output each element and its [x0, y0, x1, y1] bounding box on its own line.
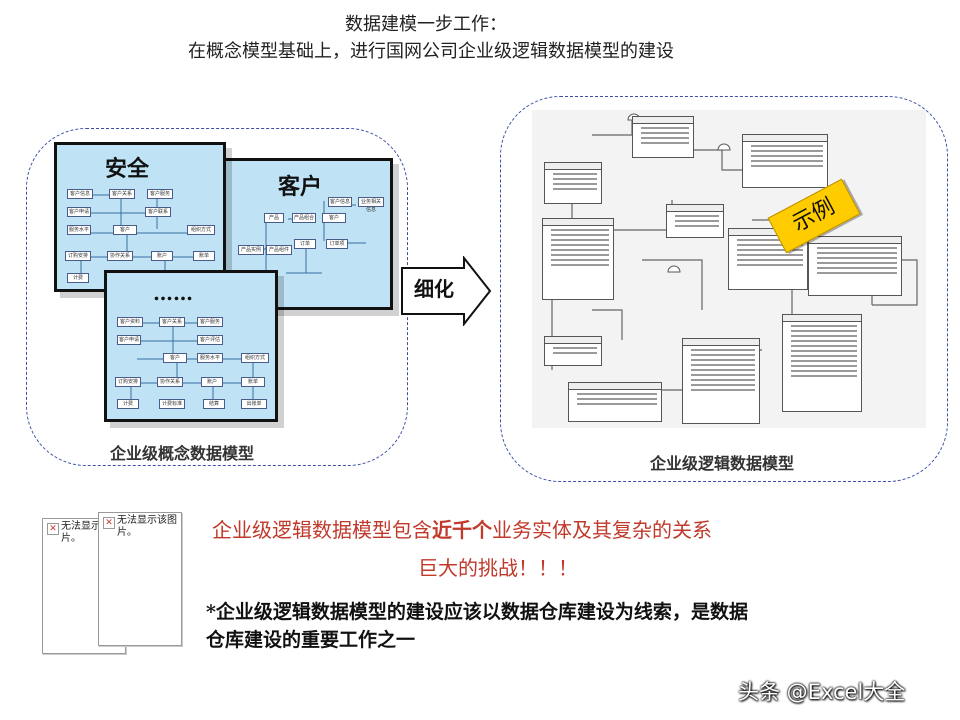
panel-more-links	[130, 322, 257, 405]
node-sec-customer-info: 客户信息	[67, 189, 93, 199]
er-entity	[666, 204, 724, 238]
node-more-account: 账户	[201, 377, 223, 387]
node-more-org-mode: 组织方式	[241, 353, 269, 363]
node-sec-customer-contact: 客户联系	[145, 207, 171, 217]
node-order-item: 订单项	[326, 239, 348, 249]
node-more-bill: 账单	[241, 377, 265, 387]
node-more-customer-apply: 客户申请	[117, 335, 141, 345]
node-product: 产品	[264, 213, 284, 223]
node-sec-customer: 客户	[113, 225, 137, 235]
note-line-2: 仓库建设的重要工作之一	[206, 629, 416, 651]
node-more-customer-service: 客户服务	[197, 317, 223, 327]
statement-part-1: 企业级逻辑数据模型包含	[212, 518, 432, 542]
er-entity	[742, 134, 828, 188]
panel-customer-title: 客户	[278, 174, 323, 200]
er-diagram-image	[532, 110, 926, 428]
node-sec-charging: 计费	[67, 273, 89, 283]
node-sec-customer-apply: 客户申请	[67, 207, 91, 217]
node-more-customer-profile: 客户资料	[117, 317, 143, 327]
er-entity	[544, 336, 602, 366]
er-entity	[544, 162, 602, 204]
node-more-customer-relation: 客户关系	[159, 317, 185, 327]
broken-image-icon: ✕	[103, 517, 115, 529]
node-sec-collaboration: 协作关系	[107, 251, 133, 261]
node-sec-service-level: 服务水平	[67, 225, 91, 235]
node-product-instance: 产品实例	[238, 245, 264, 255]
node-sec-org-mode: 组织方式	[187, 225, 215, 235]
conceptual-model-caption: 企业级概念数据模型	[110, 444, 255, 463]
er-entity	[568, 382, 662, 422]
broken-image-placeholder: ✕ 无法显示该图片。	[98, 512, 182, 646]
logical-model-group	[500, 96, 948, 482]
er-entity	[782, 314, 862, 412]
node-more-service-level: 服务水平	[197, 353, 223, 363]
er-entity	[682, 338, 760, 424]
panel-security-links	[80, 194, 207, 275]
broken-image-text: 无法显示该图片。	[117, 515, 177, 538]
panel-more-title: ……	[153, 281, 193, 305]
logical-model-caption: 企业级逻辑数据模型	[650, 454, 795, 473]
node-order: 订单	[294, 239, 316, 249]
node-more-order-arrangement: 订购安排	[115, 377, 141, 387]
refine-arrow-label: 细化	[414, 277, 454, 301]
node-more-issue-bill: 出账单	[241, 399, 267, 409]
node-product-bundle: 产品组合	[292, 213, 316, 223]
node-related-info: 业务相关信息	[358, 197, 384, 213]
node-sec-account: 账户	[151, 251, 173, 261]
broken-image-text: 无法显示该图片。	[61, 521, 121, 544]
node-more-customer-evaluation: 客户评估	[197, 335, 223, 345]
statement-line-1: 企业级逻辑数据模型包含近千个业务实体及其复杂的关系	[212, 514, 712, 543]
node-more-collaboration: 协作关系	[157, 377, 183, 387]
note-line-1: *企业级逻辑数据模型的建设应该以数据仓库建设为线索，是数据	[206, 601, 748, 623]
watermark: 头条 @Excel大全	[738, 680, 906, 704]
node-more-charging-standard: 计费标准	[159, 399, 185, 409]
er-entity	[808, 236, 902, 296]
node-sec-order-arrangement: 订购安排	[65, 251, 91, 261]
statement-highlight: 近千个	[432, 518, 492, 542]
node-more-charging: 计费	[117, 399, 139, 409]
node-customer: 客户	[322, 213, 346, 223]
statement-line-2: 巨大的挑战！！！	[418, 556, 578, 580]
node-more-customer: 客户	[163, 353, 187, 363]
er-entity	[632, 116, 694, 158]
broken-image-icon: ✕	[47, 523, 59, 535]
node-sec-bill: 账单	[193, 251, 215, 261]
header-line-2: 在概念模型基础上，进行国网公司企业级逻辑数据模型的建设	[188, 41, 674, 62]
panel-security-title: 安全	[105, 156, 150, 182]
header-line-1: 数据建模一步工作：	[345, 14, 507, 35]
refine-arrow-icon	[401, 256, 492, 326]
node-sec-customer-service: 客户服务	[147, 189, 173, 199]
statement-part-2: 业务实体及其复杂的关系	[492, 518, 712, 542]
node-more-settlement: 结算	[203, 399, 225, 409]
panel-more: …… 客户资料 客户关系 客户服务 客户评估 客户申请 客户 服务水平 组织方式…	[104, 270, 278, 422]
node-product-component: 产品组件	[266, 245, 292, 255]
node-sec-customer-relation: 客户关系	[109, 189, 135, 199]
er-entity	[542, 218, 614, 300]
node-customer-info: 客户信息	[328, 197, 352, 207]
